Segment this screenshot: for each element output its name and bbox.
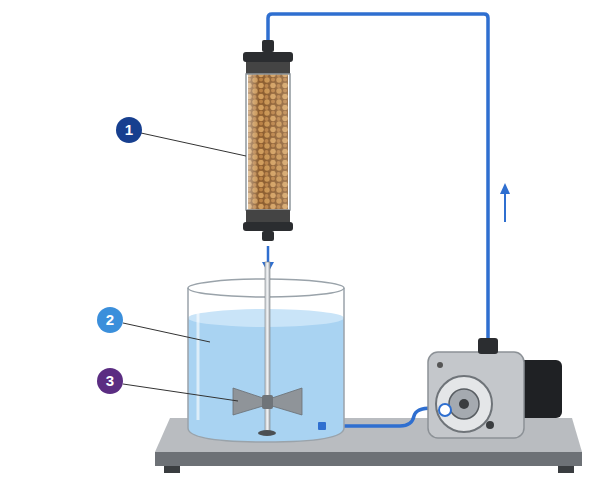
flow-arrow (500, 183, 510, 222)
inlet-fitting (318, 422, 326, 430)
callout-circle (116, 117, 142, 143)
callout-circle (97, 307, 123, 333)
packed-column (243, 40, 293, 241)
callout-circle (97, 368, 123, 394)
peristaltic-pump (428, 338, 562, 438)
callout-number: 2 (97, 307, 123, 333)
callout-number: 1 (116, 117, 142, 143)
stirrer (233, 262, 302, 436)
callout-number: 3 (97, 368, 123, 394)
callout-markers (97, 117, 246, 401)
